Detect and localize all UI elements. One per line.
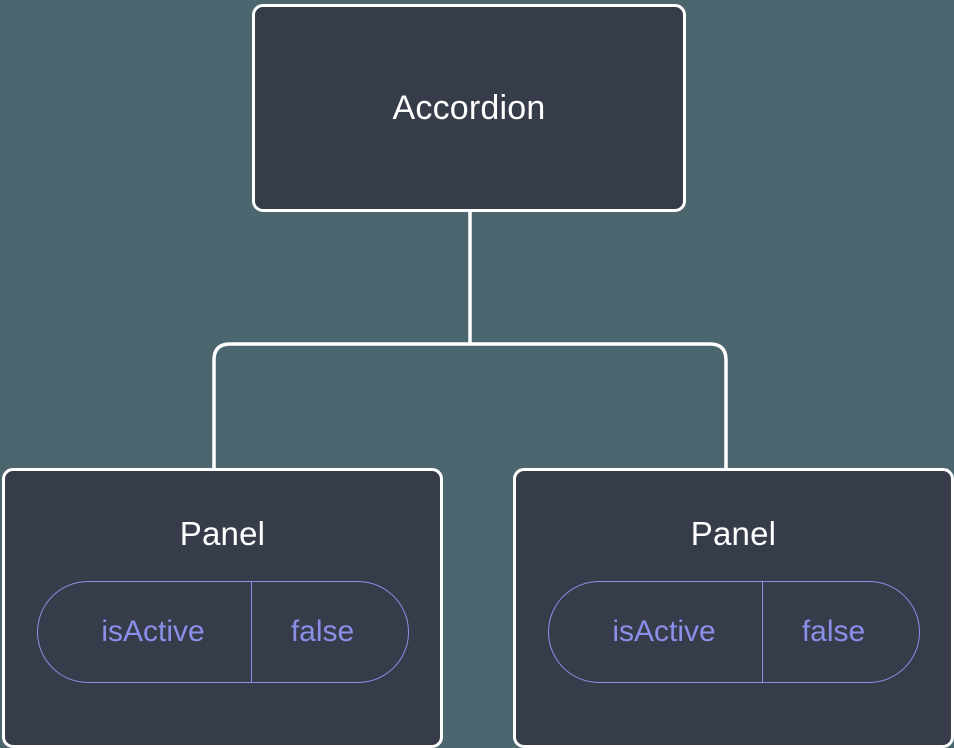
edge-root-to-child-left (212, 342, 470, 470)
node-panel-1[interactable]: Panel isActive false (2, 468, 443, 748)
node-title: Panel (179, 515, 266, 552)
node-title: Accordion (392, 89, 546, 127)
node-accordion[interactable]: Accordion (252, 4, 686, 212)
node-title: Panel (690, 515, 777, 552)
state-key: isActive (549, 582, 763, 682)
state-badge[interactable]: isActive false (36, 581, 409, 683)
state-value: false (290, 615, 355, 648)
state-badge[interactable]: isActive false (547, 581, 920, 683)
state-value: false (801, 615, 866, 648)
node-panel-2[interactable]: Panel isActive false (513, 468, 954, 748)
edge-root-to-child-right (470, 342, 728, 470)
state-key: isActive (38, 582, 252, 682)
